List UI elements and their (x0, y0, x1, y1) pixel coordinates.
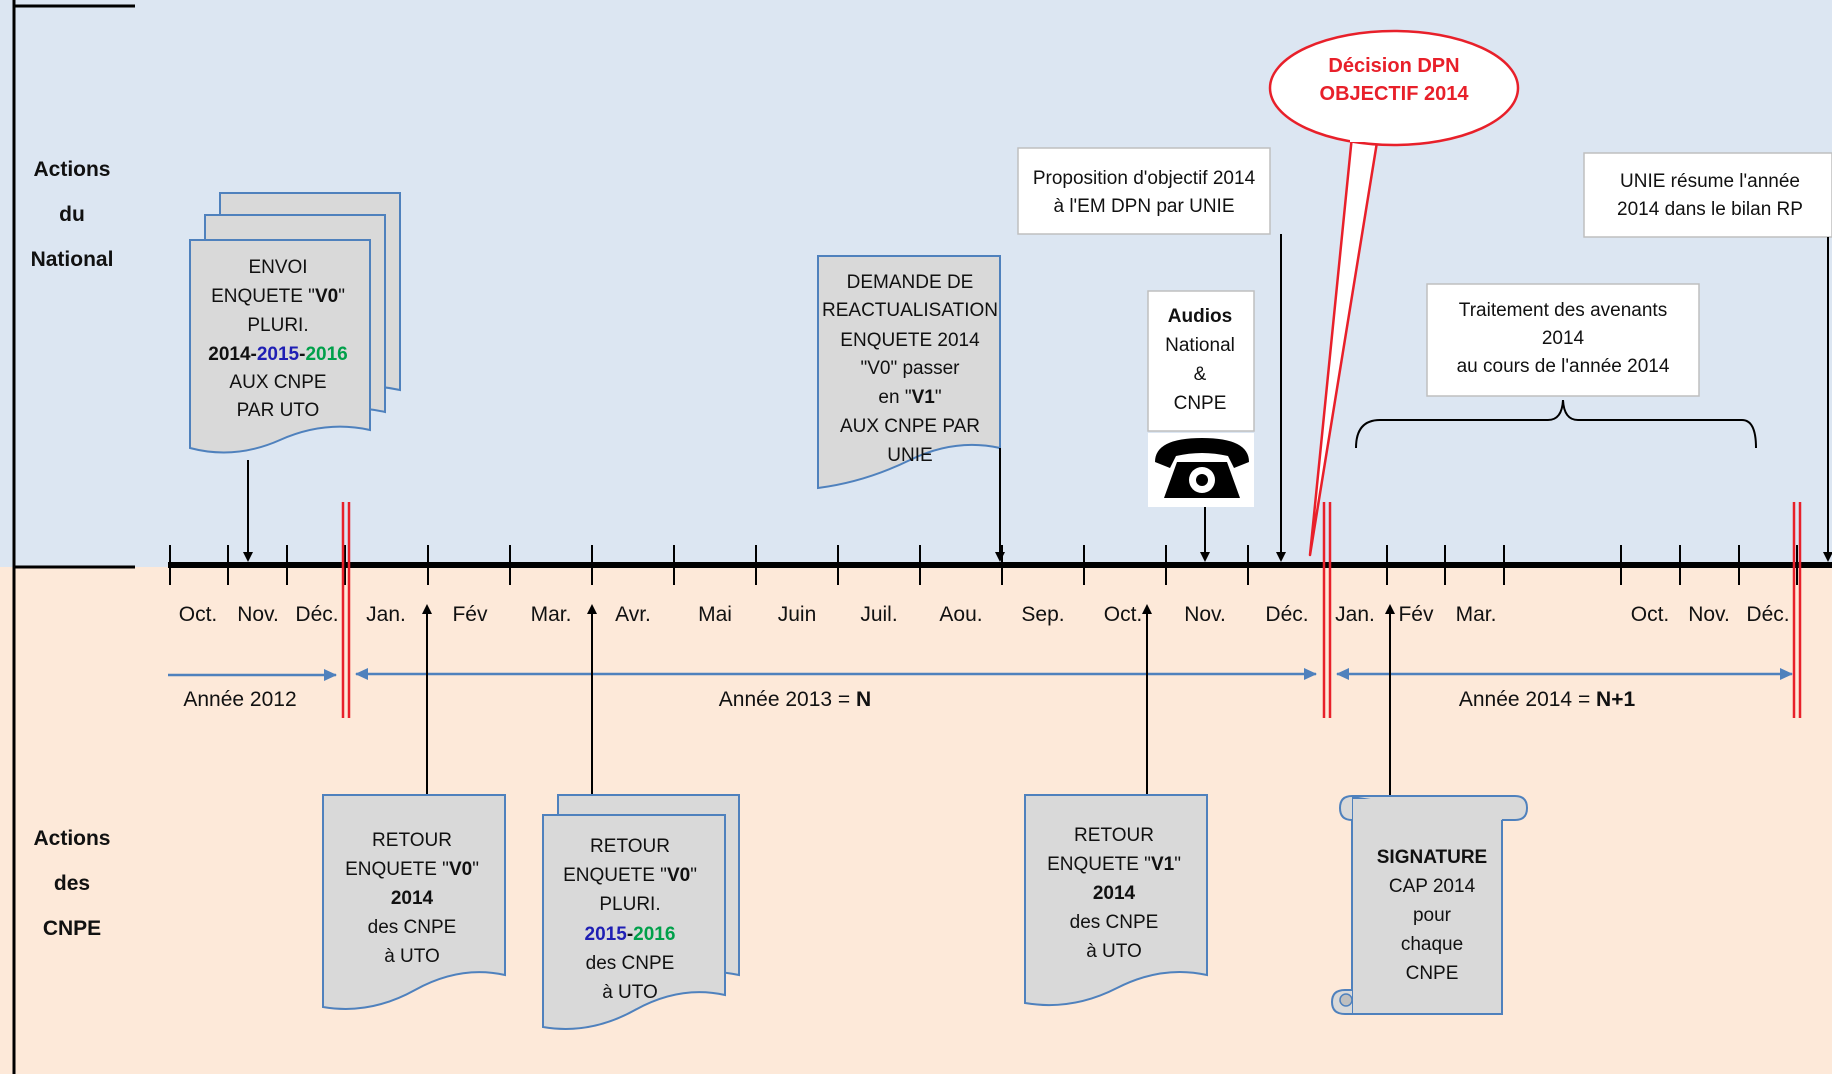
svg-text:National: National (1165, 335, 1235, 356)
svg-text:au cours de l'année 2014: au cours de l'année 2014 (1457, 356, 1670, 377)
svg-text:2015-2016: 2015-2016 (585, 924, 676, 945)
month-label: Mai (698, 603, 732, 626)
svg-text:des CNPE: des CNPE (586, 953, 675, 974)
svg-text:pour: pour (1413, 905, 1452, 926)
cnpe-band (0, 567, 1832, 1074)
year-2013-label: Année 2013 = N (719, 688, 871, 711)
svg-text:CNPE: CNPE (43, 917, 101, 940)
retour-v0-document: RETOUR ENQUETE "V0" 2014 des CNPE à UTO (322, 794, 506, 1010)
svg-text:ENQUETE "V0": ENQUETE "V0" (563, 865, 697, 886)
month-label: Juin (778, 603, 817, 626)
month-label: Nov. (1688, 603, 1730, 626)
svg-text:ENVOI: ENVOI (248, 257, 307, 278)
svg-text:2014: 2014 (1542, 328, 1585, 349)
month-label: Fév (1398, 603, 1434, 626)
svg-text:à l'EM DPN par UNIE: à l'EM DPN par UNIE (1053, 196, 1234, 217)
svg-text:CNPE: CNPE (1174, 393, 1227, 414)
svg-text:RETOUR: RETOUR (1074, 825, 1154, 846)
svg-text:2014: 2014 (1093, 883, 1136, 904)
svg-text:2014-2015-2016: 2014-2015-2016 (208, 344, 348, 365)
envoi-document: ENVOI ENQUETE "V0" PLURI. 2014-2015-2016… (189, 192, 401, 454)
svg-text:"V0" passer: "V0" passer (860, 358, 960, 379)
svg-text:RETOUR: RETOUR (590, 836, 670, 857)
svg-text:ENQUETE 2014: ENQUETE 2014 (840, 330, 980, 351)
month-label: Nov. (1184, 603, 1226, 626)
svg-text:AUX CNPE PAR: AUX CNPE PAR (840, 416, 980, 437)
svg-text:PLURI.: PLURI. (247, 315, 308, 336)
resume-box: UNIE résume l'année 2014 dans le bilan R… (1583, 152, 1832, 238)
svg-text:UNIE résume l'année: UNIE résume l'année (1620, 171, 1800, 192)
month-label: Oct. (1631, 603, 1670, 626)
svg-text:UNIE: UNIE (887, 445, 932, 466)
svg-text:PAR UTO: PAR UTO (237, 400, 320, 421)
month-label: Fév (452, 603, 488, 626)
svg-text:PLURI.: PLURI. (599, 894, 660, 915)
month-label: Mar. (531, 603, 572, 626)
svg-text:ENQUETE "V0": ENQUETE "V0" (211, 286, 345, 307)
svg-text:ENQUETE "V1": ENQUETE "V1" (1047, 854, 1181, 875)
year-2012-label: Année 2012 (183, 688, 296, 711)
month-label: Oct. (1104, 603, 1143, 626)
svg-text:CNPE: CNPE (1406, 963, 1459, 984)
month-label: Déc. (295, 603, 338, 626)
svg-text:des: des (54, 872, 90, 895)
traitement-brace (1355, 399, 1757, 449)
month-label: Aou. (939, 603, 982, 626)
year-separator-2014 (1322, 502, 1332, 718)
month-label: Nov. (237, 603, 279, 626)
svg-text:des CNPE: des CNPE (1070, 912, 1159, 933)
svg-text:Actions: Actions (33, 158, 110, 181)
svg-text:Proposition d'objectif 2014: Proposition d'objectif 2014 (1033, 168, 1256, 189)
svg-text:à UTO: à UTO (602, 982, 658, 1003)
svg-text:National: National (31, 248, 114, 271)
svg-text:des CNPE: des CNPE (368, 917, 457, 938)
national-band-label: Actions du National (31, 158, 114, 271)
svg-text:en "V1": en "V1" (878, 387, 941, 408)
decision-callout: Décision DPN OBJECTIF 2014 (1268, 29, 1520, 557)
traitement-box: Traitement des avenants 2014 au cours de… (1426, 283, 1700, 397)
svg-text:2014: 2014 (391, 888, 434, 909)
month-label: Déc. (1265, 603, 1308, 626)
month-label: Avr. (615, 603, 651, 626)
month-ticks (169, 545, 1798, 585)
svg-text:CAP 2014: CAP 2014 (1389, 876, 1476, 897)
retour-v0-pluri-document: RETOUR ENQUETE "V0" PLURI. 2015-2016 des… (542, 794, 740, 1030)
month-label: Déc. (1746, 603, 1789, 626)
month-labels: Oct. Nov. Déc. Jan. Fév Mar. Avr. Mai Juin Juil. A… (179, 603, 1790, 626)
svg-text:OBJECTIF 2014: OBJECTIF 2014 (1320, 83, 1470, 105)
month-label: Jan. (1335, 603, 1375, 626)
signature-scroll: SIGNATURE CAP 2014 pour chaque CNPE (1330, 795, 1529, 1015)
svg-text:DEMANDE DE: DEMANDE DE (847, 272, 974, 293)
month-label: Sep. (1021, 603, 1064, 626)
retour-v1-document: RETOUR ENQUETE "V1" 2014 des CNPE à UTO (1024, 794, 1208, 1007)
svg-text:ENQUETE "V0": ENQUETE "V0" (345, 859, 479, 880)
month-label: Juil. (860, 603, 897, 626)
month-label: Mar. (1456, 603, 1497, 626)
audios-box: Audios National & CNPE (1147, 290, 1255, 432)
svg-text:2014 dans le bilan RP: 2014 dans le bilan RP (1617, 199, 1803, 220)
telephone-icon (1148, 433, 1254, 507)
svg-text:chaque: chaque (1401, 934, 1463, 955)
svg-text:RETOUR: RETOUR (372, 830, 452, 851)
svg-text:SIGNATURE: SIGNATURE (1377, 847, 1487, 868)
svg-text:à UTO: à UTO (384, 946, 440, 967)
year-2014-label: Année 2014 = N+1 (1459, 688, 1636, 711)
demande-document: DEMANDE DE REACTUALISATION ENQUETE 2014 … (817, 255, 1001, 490)
svg-text:Audios: Audios (1168, 306, 1232, 327)
svg-text:Actions: Actions (33, 827, 110, 850)
svg-text:à UTO: à UTO (1086, 941, 1142, 962)
year-separator-2015 (1792, 502, 1802, 718)
svg-text:REACTUALISATION: REACTUALISATION (822, 300, 998, 321)
svg-text:AUX CNPE: AUX CNPE (229, 372, 326, 393)
cnpe-band-label: Actions des CNPE (33, 827, 110, 940)
month-label: Oct. (179, 603, 218, 626)
svg-text:Traitement des avenants: Traitement des avenants (1459, 300, 1667, 321)
month-label: Jan. (366, 603, 406, 626)
year-separator-2013 (341, 502, 351, 718)
svg-text:du: du (59, 203, 85, 226)
svg-text:&: & (1194, 364, 1207, 385)
svg-text:Décision DPN: Décision DPN (1328, 55, 1459, 77)
proposition-box: Proposition d'objectif 2014 à l'EM DPN p… (1017, 147, 1271, 235)
